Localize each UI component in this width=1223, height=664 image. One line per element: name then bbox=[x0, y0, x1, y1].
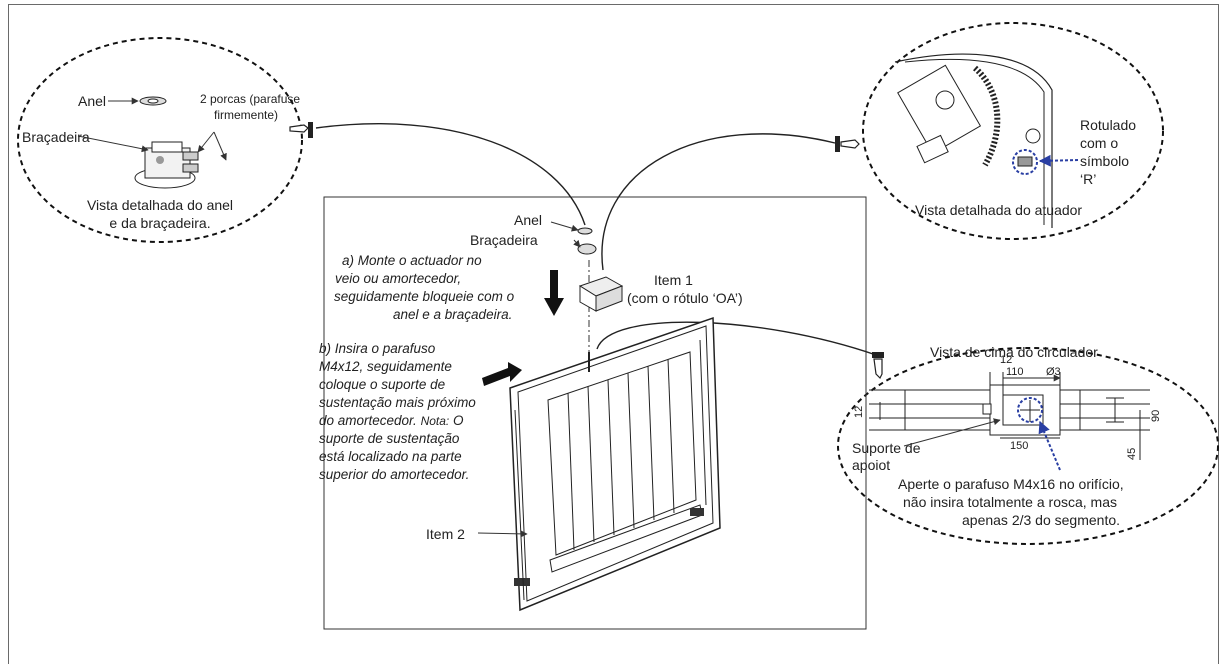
dim-12-top: 12 bbox=[1000, 354, 1013, 366]
pointing-hand-icon bbox=[835, 136, 860, 152]
rotulado-label-line2: com o bbox=[1080, 135, 1119, 151]
rotulado-label-line4: ‘R’ bbox=[1080, 171, 1097, 187]
figure-frame bbox=[8, 4, 1219, 664]
dim-12-left: 12 bbox=[853, 405, 865, 418]
actuator-close-up-drawing bbox=[894, 53, 1053, 228]
pointing-hand-icon bbox=[289, 122, 313, 138]
step-a-line3: seguidamente bloqueie com o bbox=[334, 289, 515, 304]
assembly-diagram bbox=[17, 22, 1219, 630]
step-b-line3: coloque o suporte de bbox=[319, 377, 446, 392]
dim-phi3: Ø3 bbox=[1046, 366, 1061, 378]
actuator-item-1-drawing bbox=[578, 276, 624, 312]
step-b-note-line: do amortecedor. Nota: O bbox=[319, 412, 464, 430]
bracadeira-label: Braçadeira bbox=[22, 129, 90, 145]
cable-to-ring-detail bbox=[315, 123, 586, 226]
step-a-line4: anel e a braçadeira. bbox=[393, 307, 513, 322]
ring-detail-caption-line1: Vista detalhada do anel bbox=[86, 197, 234, 213]
item-2-pointer bbox=[477, 530, 528, 538]
ring-part-drawing bbox=[139, 96, 167, 106]
step-b-line6: suporte de sustentação bbox=[319, 431, 460, 446]
ring-part-drawing bbox=[577, 227, 593, 235]
insert-direction-arrow bbox=[482, 362, 522, 386]
main-assembly-box bbox=[323, 196, 867, 630]
porcas-label-line2: firmemente) bbox=[214, 108, 279, 122]
dim-110: 110 bbox=[1006, 366, 1024, 378]
anel-label: Anel bbox=[78, 93, 107, 109]
circulator-detail-ellipse bbox=[837, 347, 1219, 545]
circulator-view-title: Vista de cima do circulador bbox=[930, 344, 1098, 360]
step-b-note-label: Nota: bbox=[420, 414, 450, 428]
damper-item-2-drawing bbox=[509, 316, 721, 612]
actuator-detail-caption: Vista detalhada do atuador bbox=[915, 202, 1083, 218]
main-anel-label: Anel bbox=[514, 212, 543, 228]
anel-pointer bbox=[550, 221, 579, 232]
suporte-pointer bbox=[903, 418, 1001, 447]
item-1-sublabel: (com o rótulo ‘OA’) bbox=[627, 290, 743, 306]
item-2-label: Item 2 bbox=[426, 526, 465, 542]
suporte-label-line1: Suporte de bbox=[852, 440, 921, 456]
circulator-instruction-line1: Aperte o parafuso M4x16 no orifício, bbox=[898, 476, 1124, 492]
cable-to-circulator-detail bbox=[596, 321, 877, 356]
suporte-label-line2: apoiot bbox=[852, 457, 891, 473]
rotulado-label-line3: símbolo bbox=[1080, 153, 1130, 169]
step-b-line8: superior do amortecedor. bbox=[319, 467, 470, 482]
step-b-line4: sustentação mais próximo bbox=[319, 395, 476, 410]
actuator-detail-ellipse bbox=[862, 22, 1164, 240]
step-b-note-prefix: do amortecedor. bbox=[319, 413, 421, 428]
nut-pointer bbox=[213, 131, 227, 161]
dim-150: 150 bbox=[1010, 440, 1029, 452]
bracadeira-pointer bbox=[573, 239, 581, 248]
r-symbol-pointer bbox=[1038, 154, 1079, 167]
r-symbol-highlight bbox=[1012, 149, 1038, 175]
clamp-part-drawing bbox=[577, 243, 597, 255]
step-b-line2: M4x12, seguidamente bbox=[319, 359, 452, 374]
nut-pointer bbox=[197, 131, 215, 153]
rotulado-label-line1: Rotulado bbox=[1080, 117, 1137, 133]
dim-90: 90 bbox=[1150, 409, 1162, 422]
step-b-line7: está localizado na parte bbox=[319, 449, 462, 464]
ring-detail-caption-line2: e da braçadeira. bbox=[109, 215, 211, 231]
cable-to-actuator-detail bbox=[601, 133, 836, 271]
porcas-label-line1: 2 porcas (parafuse bbox=[200, 92, 301, 106]
item-1-label: Item 1 bbox=[654, 272, 693, 288]
mount-direction-arrow bbox=[544, 270, 564, 316]
bracadeira-pointer bbox=[77, 135, 149, 153]
step-a-line1: a) Monte o actuador no bbox=[342, 253, 482, 268]
dim-45: 45 bbox=[1126, 447, 1138, 460]
hole-pointer bbox=[1038, 420, 1061, 471]
circulator-instruction-line3: apenas 2/3 do segmento. bbox=[962, 512, 1121, 528]
pointing-hand-icon bbox=[872, 352, 884, 380]
ring-clamp-detail-ellipse bbox=[17, 37, 303, 243]
step-b-note-suffix: O bbox=[449, 413, 464, 428]
step-b-line1: b) Insira o parafuso bbox=[319, 341, 436, 356]
circulator-instruction-line2: não insira totalmente a rosca, mas bbox=[903, 494, 1117, 510]
main-bracadeira-label: Braçadeira bbox=[470, 232, 538, 248]
hole-highlight bbox=[1017, 397, 1043, 423]
clamp-part-drawing bbox=[134, 141, 199, 189]
step-a-line2: veio ou amortecedor, bbox=[335, 271, 462, 286]
